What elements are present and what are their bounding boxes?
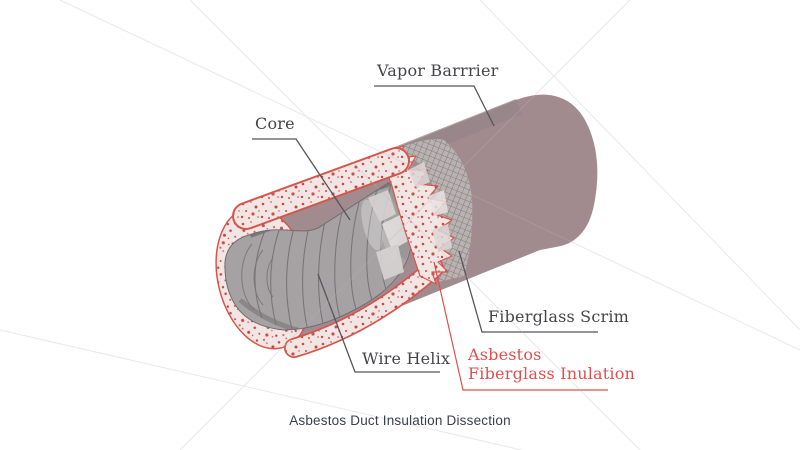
- vapor-barrier-leader: [374, 85, 495, 127]
- asbestos-insulation-label: Asbestos Fiberglass Inulation: [468, 345, 635, 383]
- core-label: Core: [255, 114, 295, 133]
- wire-helix-leader: [317, 273, 440, 373]
- core-leader: [252, 138, 351, 221]
- vapor-barrier-label: Vapor Barrrier: [377, 61, 499, 80]
- fiberglass-scrim-leader: [458, 250, 598, 333]
- coil-front-arcs: [241, 243, 274, 311]
- asbestos-leader: [433, 261, 608, 391]
- insulation-top-band: [232, 147, 410, 230]
- fiberglass-scrim-mesh: [398, 139, 473, 282]
- label-leaders: [252, 85, 608, 391]
- wire-helix-label: Wire Helix: [362, 349, 451, 368]
- core-highlight: [361, 199, 383, 251]
- torn-insulation-bits: [408, 162, 452, 252]
- fiberglass-scrim-label: Fiberglass Scrim: [488, 307, 630, 326]
- insulation-bottom-band: [284, 258, 444, 358]
- asbestos-label-line1: Asbestos: [468, 345, 542, 364]
- asbestos-label-line2: Fiberglass Inulation: [468, 364, 636, 383]
- diagram-caption: Asbestos Duct Insulation Dissection: [289, 413, 511, 428]
